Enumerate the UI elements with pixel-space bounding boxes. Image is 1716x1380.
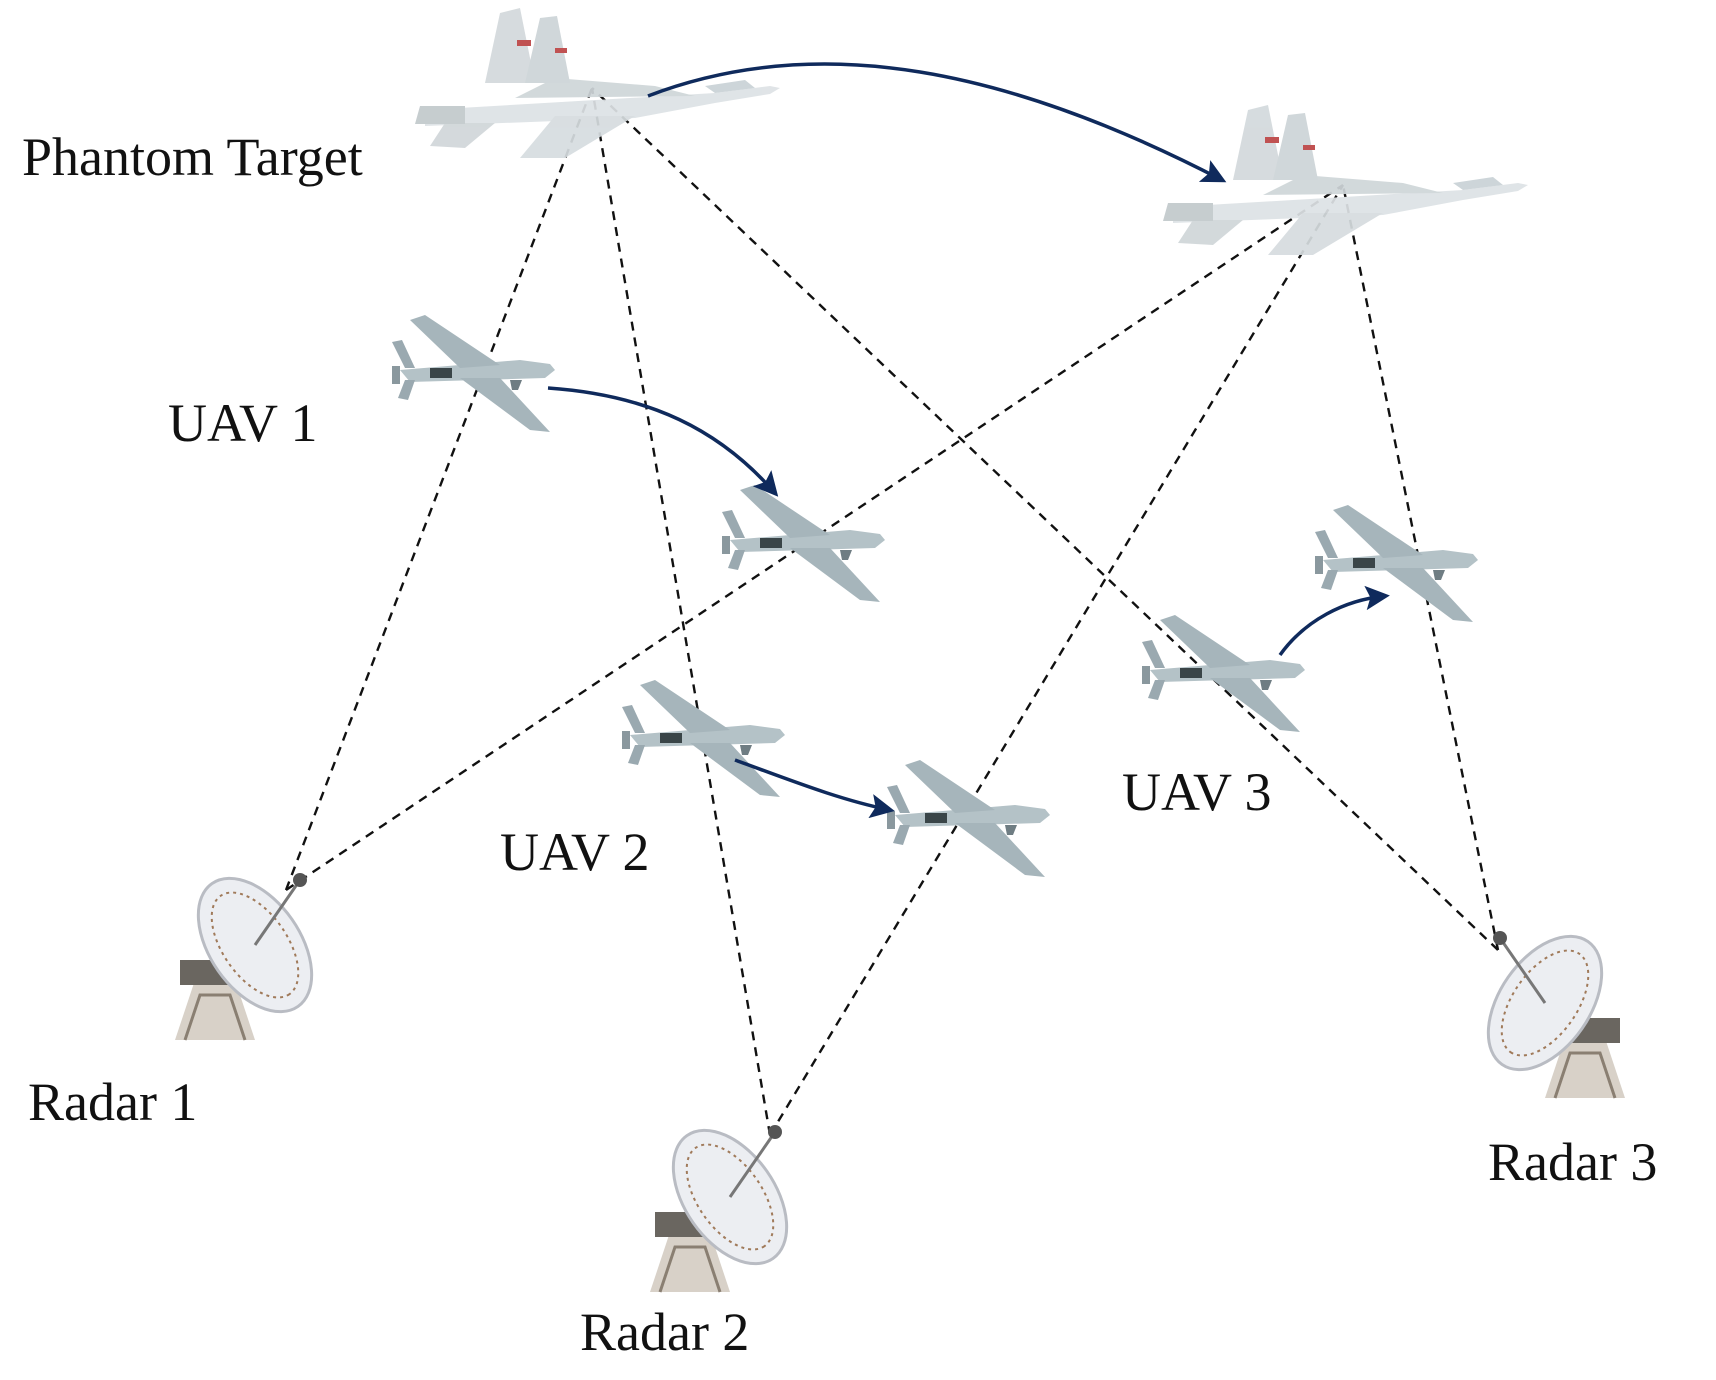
los-radar2-target1 — [590, 87, 772, 1136]
radar2-dish-icon — [648, 1108, 812, 1294]
trajectory-arrows — [547, 62, 1390, 819]
los-radar1-target1 — [284, 87, 594, 891]
radar3-label: Radar 3 — [1488, 1132, 1658, 1192]
uav3-end-drone-icon — [1315, 505, 1478, 622]
uav1-start-drone-icon — [392, 315, 555, 432]
uav2-trajectory-arrow — [734, 758, 895, 819]
uav1-end-drone-icon — [722, 485, 885, 602]
los-radar1-target2 — [285, 184, 1344, 891]
uav2-start-drone-icon — [622, 680, 785, 797]
target-trajectory-arrow — [647, 62, 1227, 183]
radar3-dish-icon — [1463, 914, 1627, 1100]
uav2-end-drone-icon — [887, 760, 1050, 877]
uav3-start-drone-icon — [1142, 615, 1305, 732]
los-radar3-target1 — [591, 87, 1499, 951]
uav3-trajectory-arrow — [1278, 585, 1390, 657]
radar2-label: Radar 2 — [580, 1302, 750, 1362]
uav1-label: UAV 1 — [168, 393, 318, 453]
uav3-label: UAV 3 — [1122, 762, 1272, 822]
radar1-dish-icon — [173, 856, 337, 1042]
phantom-target-label: Phantom Target — [22, 127, 363, 187]
los-radar2-target2 — [768, 184, 1345, 1136]
radar1-label: Radar 1 — [28, 1072, 198, 1132]
phantom-target-jet-start — [415, 8, 780, 158]
uav2-label: UAV 2 — [500, 822, 650, 882]
uav1-trajectory-arrow — [547, 386, 779, 497]
phantom-target-jet-end — [1163, 105, 1528, 255]
